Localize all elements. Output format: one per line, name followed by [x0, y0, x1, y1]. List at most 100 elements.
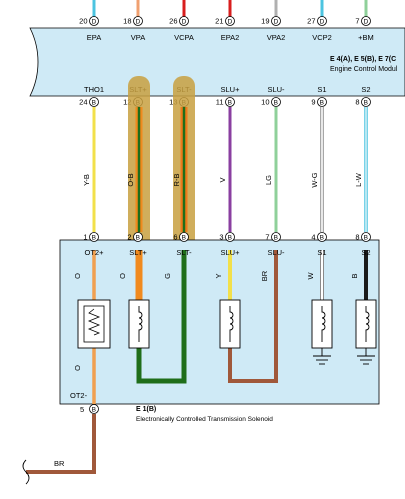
- ecm-top-pin-num: 18: [123, 17, 131, 26]
- ecm-bottom-pin-circle: [361, 97, 371, 107]
- ecm-top-pin-conn: D: [182, 19, 187, 26]
- ecm-bottom-pin-label: SLU-: [267, 85, 285, 94]
- ecm-bottom-pin-label: S2: [361, 85, 370, 94]
- ecm-bottom-pin-num: 9: [311, 98, 315, 107]
- solenoid-top-pin-num: 6: [173, 233, 177, 242]
- ecm-top-pin-num: 26: [169, 17, 177, 26]
- ecm-bottom-pin-circle: [225, 97, 235, 107]
- ecm-top-pin-label: EPA: [87, 33, 101, 42]
- solenoid-top-pin-num: 4: [311, 233, 315, 242]
- solenoid-top-pin-circle: [133, 232, 143, 242]
- solenoid-inner-wire-label: B: [350, 273, 359, 278]
- wire-label: R-B: [172, 174, 181, 187]
- ecm-top-pin-num: 19: [261, 17, 269, 26]
- ground-wire-label: BR: [54, 459, 65, 468]
- solenoid-top-pin-conn: B: [182, 235, 186, 242]
- wire-label: L-W: [354, 172, 363, 187]
- solenoid-ot2-minus-label: OT2-: [70, 391, 88, 400]
- solenoid-top-pin-num: 3: [219, 233, 223, 242]
- solenoid-top-pin-num: 7: [265, 233, 269, 242]
- ecm-top-pin-label: +BM: [358, 33, 374, 42]
- solenoid-inner-wire-label: W: [306, 272, 315, 280]
- ecm-bottom-pin-label: THO1: [84, 85, 104, 94]
- ecm-bottom-pin-circle: [89, 97, 99, 107]
- ecm-bottom-pin-conn: B: [274, 100, 278, 107]
- solenoid-top-pin-num: 1: [83, 233, 87, 242]
- ecm-top-wires: [92, 0, 368, 18]
- ecm-top-pin-conn: D: [364, 19, 369, 26]
- solenoid-top-pin-circle: [89, 232, 99, 242]
- ecm-top-pin-conn: D: [136, 19, 141, 26]
- ecm-bottom-pin-conn: B: [320, 100, 324, 107]
- solenoid-lower-wire-label: O: [73, 365, 82, 371]
- slt-solenoid-coil: [128, 299, 150, 349]
- solenoid-top-pin-conn: B: [228, 235, 232, 242]
- solenoid-inner-wire-label: O: [73, 273, 82, 279]
- solenoid-top-pin-circle: [179, 232, 189, 242]
- ecm-bottom-pin-conn: B: [92, 100, 96, 107]
- solenoid-top-pin-conn: B: [92, 235, 96, 242]
- solenoid-top-pin-label: SLU-: [267, 248, 285, 257]
- ecm-bottom-pin-label: SLU+: [221, 85, 241, 94]
- ecm-top-pin-num: 7: [355, 17, 359, 26]
- ecm-top-pin-label: VCPA: [174, 33, 194, 42]
- ecm-top-pin-circle: [317, 16, 327, 26]
- ecm-top-pin-label: VPA2: [267, 33, 286, 42]
- ecm-top-pin-circle: [179, 16, 189, 26]
- ecm-top-pin-circle: [271, 16, 281, 26]
- solenoid-bottom-pin-conn: B: [92, 407, 96, 414]
- solenoid-inner-wires: [92, 250, 368, 404]
- solenoid-top-pin-circle: [225, 232, 235, 242]
- solenoid-top-pin-label: SLU+: [221, 248, 241, 257]
- ecm-top-pin-label: VPA: [131, 33, 145, 42]
- wire-label: O-B: [126, 173, 135, 186]
- ecm-bottom-pin-num: 11: [216, 98, 224, 107]
- ecm-top-pin-circle: [225, 16, 235, 26]
- thermistor: [77, 299, 111, 349]
- harness-wires: [92, 107, 368, 232]
- ecm-top-pins: D20EPAD18VPAD26VCPAD21EPA2D19VPA2D27VCP2…: [79, 16, 374, 42]
- solenoid-top-pin-circle: [271, 232, 281, 242]
- slu-solenoid-coil: [219, 299, 241, 349]
- wire-label: W-G: [310, 172, 319, 187]
- ecm-connector-title: E 4(A), E 5(B), E 7(C: [330, 56, 396, 63]
- solenoid-bottom-pin-num: 5: [80, 405, 84, 414]
- solenoid-top-pin-conn: B: [274, 235, 278, 242]
- ecm-panel: [29, 27, 405, 97]
- solenoid-top-pin-label: SLT+: [129, 248, 147, 257]
- ecm-top-pin-label: VCP2: [312, 33, 332, 42]
- wire-label: V: [218, 177, 227, 182]
- solenoid-top-pin-label: S1: [317, 248, 326, 257]
- solenoid-top-pin-num: 2: [127, 233, 131, 242]
- ecm-top-pin-circle: [133, 16, 143, 26]
- solenoid-top-pin-conn: B: [136, 235, 140, 242]
- ecm-top-pin-label: EPA2: [221, 33, 240, 42]
- solenoid-top-pin-conn: B: [320, 235, 324, 242]
- ecm-top-pin-conn: D: [320, 19, 325, 26]
- ecm-top-pin-conn: D: [228, 19, 233, 26]
- ecm-connector-desc: Engine Control Modul: [330, 66, 398, 73]
- solenoid-top-pin-label: S2: [361, 248, 370, 257]
- solenoid-connector-desc: Electronically Controlled Transmission S…: [136, 416, 273, 423]
- solenoid-inner-wire-label: Y: [214, 273, 223, 278]
- ecm-bottom-pin-conn: B: [228, 100, 232, 107]
- solenoid-connector-title: E 1(B): [136, 406, 156, 413]
- ecm-bottom-pin-circle: [271, 97, 281, 107]
- ecm-bottom-pin-num: 10: [261, 98, 269, 107]
- solenoid-top-pin-label: OT2+: [85, 248, 105, 257]
- solenoid-top-pin-circle: [317, 232, 327, 242]
- ecm-top-pin-conn: D: [92, 19, 97, 26]
- ecm-top-pin-num: 20: [79, 17, 87, 26]
- ecm-bottom-pin-label: S1: [317, 85, 326, 94]
- ecm-top-pin-num: 27: [307, 17, 315, 26]
- ground-wire-br: [26, 414, 96, 474]
- ecm-bottom-pin-num: 12: [123, 98, 131, 107]
- ecm-bottom-pin-num: 8: [355, 98, 359, 107]
- solenoid-inner-wire-label: BR: [260, 270, 269, 281]
- ecm-bottom-pin-num: 24: [79, 98, 87, 107]
- solenoid-top-pin-conn: B: [364, 235, 368, 242]
- wire-label: Y-B: [82, 174, 91, 186]
- ecm-top-pin-circle: [89, 16, 99, 26]
